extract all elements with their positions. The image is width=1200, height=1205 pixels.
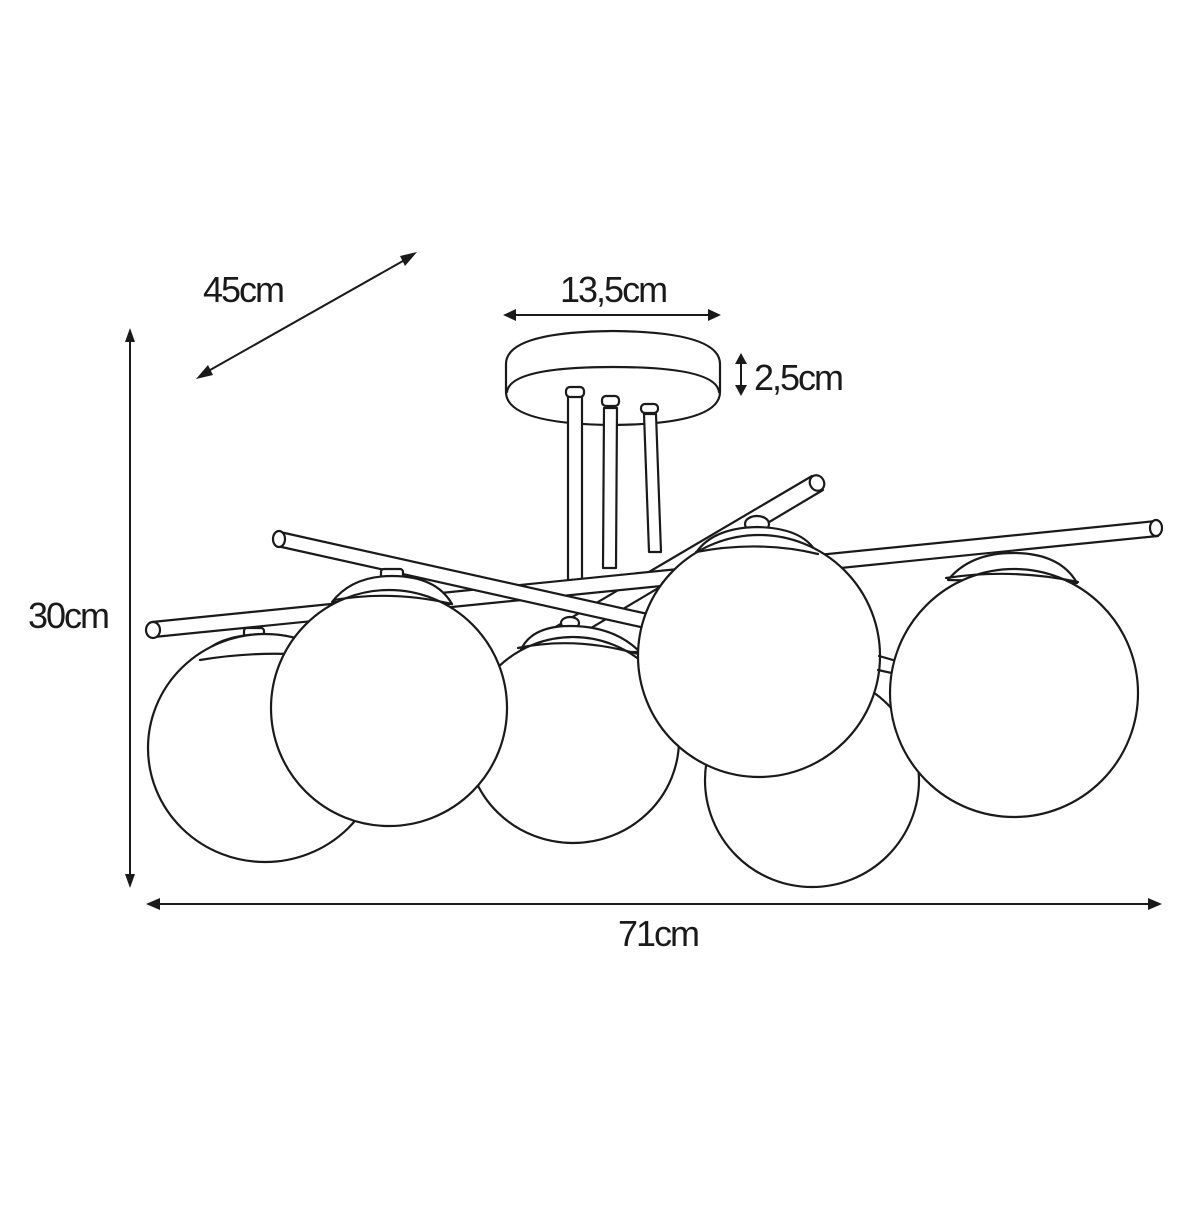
dimension-canopy-width-arrow (503, 309, 721, 321)
globe-4 (636, 514, 882, 779)
dimension-label-canopy-height: 2,5cm (754, 357, 844, 398)
globe-6 (888, 551, 1140, 819)
dimension-label-canopy-width: 13,5cm (560, 269, 668, 310)
dimension-height-arrow (125, 328, 135, 888)
suspension-rods (564, 385, 663, 582)
dimension-depth-arrow (196, 252, 417, 379)
globe-connector (876, 654, 895, 675)
dimension-width-arrow (146, 898, 1162, 910)
dimension-label-height: 30cm (28, 595, 110, 636)
dimension-canopy-height-arrow (735, 353, 747, 396)
dimension-label-width: 71cm (618, 913, 700, 954)
globe-2 (269, 567, 509, 828)
globe-3 (465, 615, 681, 845)
dimension-label-depth: 45cm (203, 269, 285, 310)
ceiling-canopy (504, 329, 722, 427)
